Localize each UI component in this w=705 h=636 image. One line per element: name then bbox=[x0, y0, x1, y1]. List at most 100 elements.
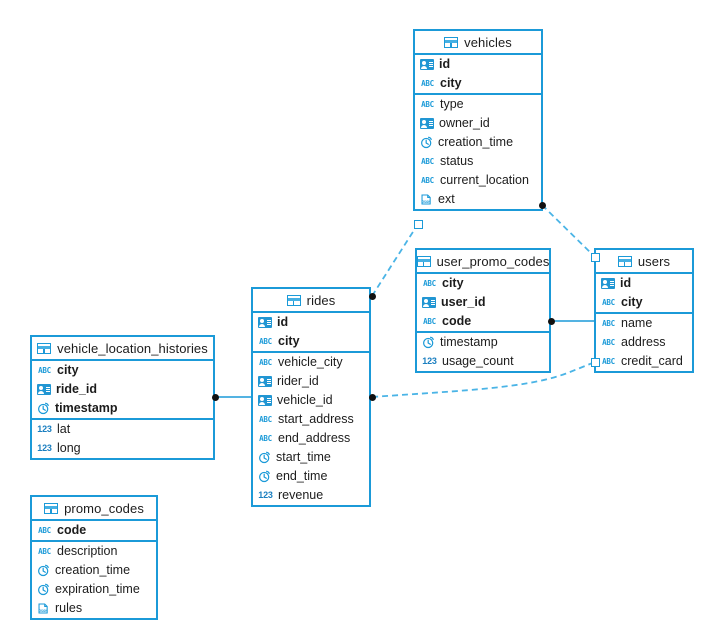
column-row[interactable]: start_time bbox=[253, 448, 369, 467]
column-row[interactable]: id bbox=[596, 274, 692, 293]
123-number-icon: 123 bbox=[37, 424, 52, 434]
column-row[interactable]: ride_id bbox=[32, 380, 213, 399]
column-row[interactable]: rider_id bbox=[253, 372, 369, 391]
column-row[interactable]: creation_time bbox=[415, 133, 541, 152]
column-name: revenue bbox=[278, 488, 324, 503]
id-card-icon bbox=[422, 297, 436, 308]
column-row[interactable]: id bbox=[253, 313, 369, 332]
column-name: owner_id bbox=[439, 116, 490, 131]
relationship-target-marker-square bbox=[590, 252, 600, 262]
column-row[interactable]: expiration_time bbox=[32, 580, 156, 599]
abc-string-icon: ABC bbox=[259, 336, 272, 346]
relationship-source-marker-dot bbox=[368, 393, 376, 401]
column-name: rider_id bbox=[277, 374, 319, 389]
column-name: city bbox=[440, 76, 462, 91]
table-header-rides[interactable]: rides bbox=[253, 289, 369, 313]
id-card-icon bbox=[420, 59, 434, 70]
column-row[interactable]: timestamp bbox=[32, 399, 213, 418]
column-name: address bbox=[621, 335, 666, 350]
abc-string-icon: ABC bbox=[423, 278, 436, 288]
column-row[interactable]: creation_time bbox=[32, 561, 156, 580]
column-name: city bbox=[57, 363, 79, 378]
column-row[interactable]: timestamp bbox=[417, 333, 549, 352]
column-row[interactable]: ABC city bbox=[253, 332, 369, 351]
123-number-icon: 123 bbox=[422, 356, 437, 366]
abc-string-icon: ABC bbox=[602, 297, 615, 307]
column-row[interactable]: end_time bbox=[253, 467, 369, 486]
relationship-edge-rides-to-vehicles[interactable] bbox=[371, 223, 419, 297]
clock-icon bbox=[37, 583, 50, 596]
column-name: city bbox=[442, 276, 464, 291]
clock-icon bbox=[258, 470, 271, 483]
column-row[interactable]: ABC name bbox=[596, 314, 692, 333]
column-name: ride_id bbox=[56, 382, 97, 397]
table-title: vehicles bbox=[464, 34, 512, 50]
id-card-icon bbox=[258, 317, 272, 328]
table-header-users[interactable]: users bbox=[596, 250, 692, 274]
column-row[interactable]: owner_id bbox=[415, 114, 541, 133]
table-header-vehicles[interactable]: vehicles bbox=[415, 31, 541, 55]
column-name: creation_time bbox=[438, 135, 514, 150]
column-name: name bbox=[621, 316, 653, 331]
column-name: current_location bbox=[440, 173, 529, 188]
id-card-icon bbox=[258, 376, 272, 387]
table-header-user-promo-codes[interactable]: user_promo_codes bbox=[416, 250, 549, 274]
table-title: rides bbox=[306, 292, 336, 308]
column-row[interactable]: ABC city bbox=[417, 274, 549, 293]
column-name: code bbox=[442, 314, 472, 329]
relationship-source-marker-dot bbox=[538, 201, 546, 209]
table-header-vehicle-location-histories[interactable]: vehicle_location_histories bbox=[32, 337, 213, 361]
table-grid-icon bbox=[416, 255, 431, 267]
relationship-source-marker-dot bbox=[547, 317, 555, 325]
abc-string-icon: ABC bbox=[38, 546, 51, 556]
clock-icon bbox=[37, 402, 50, 415]
column-name: status bbox=[440, 154, 474, 169]
column-row[interactable]: id bbox=[415, 55, 541, 74]
column-name: city bbox=[278, 334, 300, 349]
column-row[interactable]: vehicle_id bbox=[253, 391, 369, 410]
abc-string-icon: ABC bbox=[602, 318, 615, 328]
column-row[interactable]: 123 lat bbox=[32, 420, 213, 439]
id-card-icon bbox=[420, 118, 434, 129]
column-name: lat bbox=[57, 422, 71, 437]
clock-icon bbox=[422, 336, 435, 349]
column-name: code bbox=[57, 523, 87, 538]
column-name: long bbox=[57, 441, 81, 456]
svg-text:JSON: JSON bbox=[422, 200, 432, 204]
column-name: id bbox=[439, 57, 451, 72]
column-row[interactable]: user_id bbox=[417, 293, 549, 312]
svg-text:JSON: JSON bbox=[39, 609, 49, 613]
table-header-promo-codes[interactable]: promo_codes bbox=[32, 497, 156, 521]
